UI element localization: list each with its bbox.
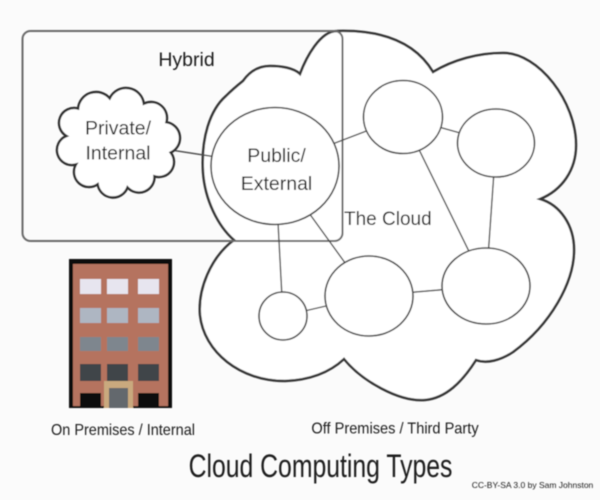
svg-text:Internal: Internal bbox=[85, 143, 150, 165]
svg-text:The Cloud: The Cloud bbox=[344, 209, 432, 230]
svg-text:Cloud Computing Types: Cloud Computing Types bbox=[189, 449, 453, 485]
svg-text:Off Premises / Third Party: Off Premises / Third Party bbox=[311, 420, 479, 438]
svg-text:Private/: Private/ bbox=[85, 118, 152, 140]
svg-text:Public/: Public/ bbox=[247, 145, 306, 167]
svg-text:On Premises / Internal: On Premises / Internal bbox=[51, 421, 195, 439]
svg-text:Hybrid: Hybrid bbox=[158, 49, 214, 71]
svg-text:CC-BY-SA 3.0 by Sam Johnston: CC-BY-SA 3.0 by Sam Johnston bbox=[472, 480, 594, 490]
svg-text:External: External bbox=[241, 173, 313, 195]
